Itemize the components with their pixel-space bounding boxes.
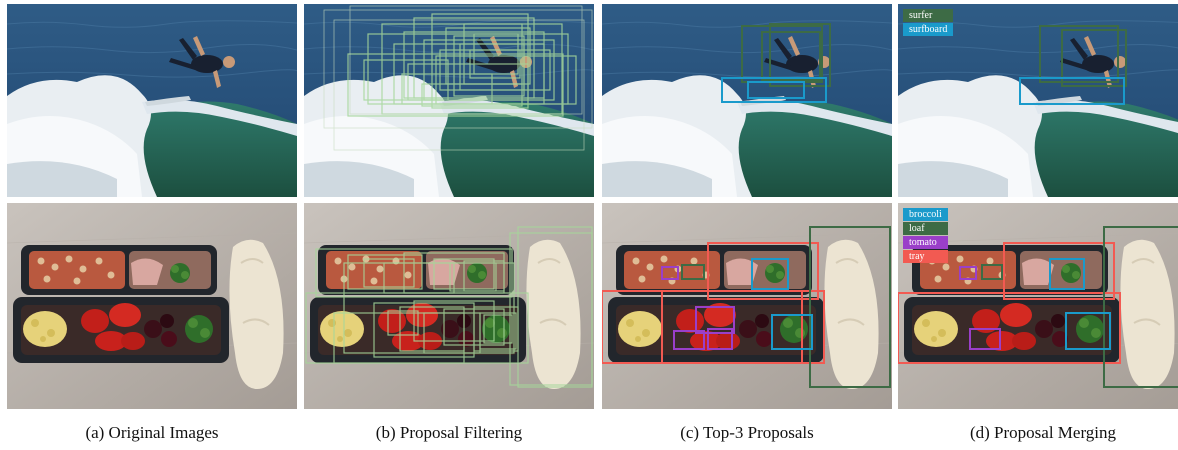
bento-image-proposal-filtering xyxy=(304,203,594,409)
surfer-box xyxy=(1039,25,1119,83)
loaf-box xyxy=(681,264,705,280)
legend-item-loaf: loaf xyxy=(903,222,948,235)
broccoli-box xyxy=(1065,312,1111,350)
caption-original-images: (a) Original Images xyxy=(85,423,219,442)
tomato-box xyxy=(969,328,1001,350)
legend-item-surfer: surfer xyxy=(903,9,954,22)
surfing-image-original xyxy=(7,4,297,197)
legend: surfer surfboard xyxy=(903,9,954,36)
bento-image-original xyxy=(7,203,297,409)
broccoli-box xyxy=(771,314,813,350)
tomato-box xyxy=(959,266,977,280)
legend-item-surfboard: surfboard xyxy=(903,23,954,36)
broccoli-box xyxy=(751,258,789,290)
legend-item-tomato: tomato xyxy=(903,236,948,249)
tray-box xyxy=(1003,242,1115,300)
caption-proposal-filtering: (b) Proposal Filtering xyxy=(375,423,523,442)
legend: broccoli loaf tomato tray xyxy=(903,208,948,263)
tray-box xyxy=(707,242,819,300)
surfer-box xyxy=(769,23,831,87)
tray-box xyxy=(898,292,1121,364)
loaf-box xyxy=(1103,226,1178,388)
surfboard-box xyxy=(1019,77,1125,105)
tomato-box xyxy=(707,328,733,350)
tomato-box xyxy=(661,266,679,280)
tray-box xyxy=(661,290,803,364)
bento-image-proposal-merging: broccoli loaf tomato tray xyxy=(898,203,1178,409)
surfing-image-proposal-merging: surfer surfboard xyxy=(898,4,1178,197)
surfer-box xyxy=(1061,29,1127,87)
surfboard-box xyxy=(721,77,827,103)
tomato-box xyxy=(673,330,705,350)
surfboard-box xyxy=(747,81,805,99)
surfer-box xyxy=(761,31,821,81)
surfing-image-top3-proposals xyxy=(602,4,892,197)
legend-item-tray: tray xyxy=(903,250,948,263)
loaf-box xyxy=(809,226,891,388)
bento-image-top3-proposals xyxy=(602,203,892,409)
legend-item-broccoli: broccoli xyxy=(903,208,948,221)
broccoli-box xyxy=(1049,258,1085,290)
surfing-image-proposal-filtering xyxy=(304,4,594,197)
tomato-box xyxy=(695,306,735,334)
caption-top3-proposals: (c) Top-3 Proposals xyxy=(680,423,814,442)
caption-proposal-merging: (d) Proposal Merging xyxy=(969,423,1117,442)
loaf-box xyxy=(981,264,1003,280)
